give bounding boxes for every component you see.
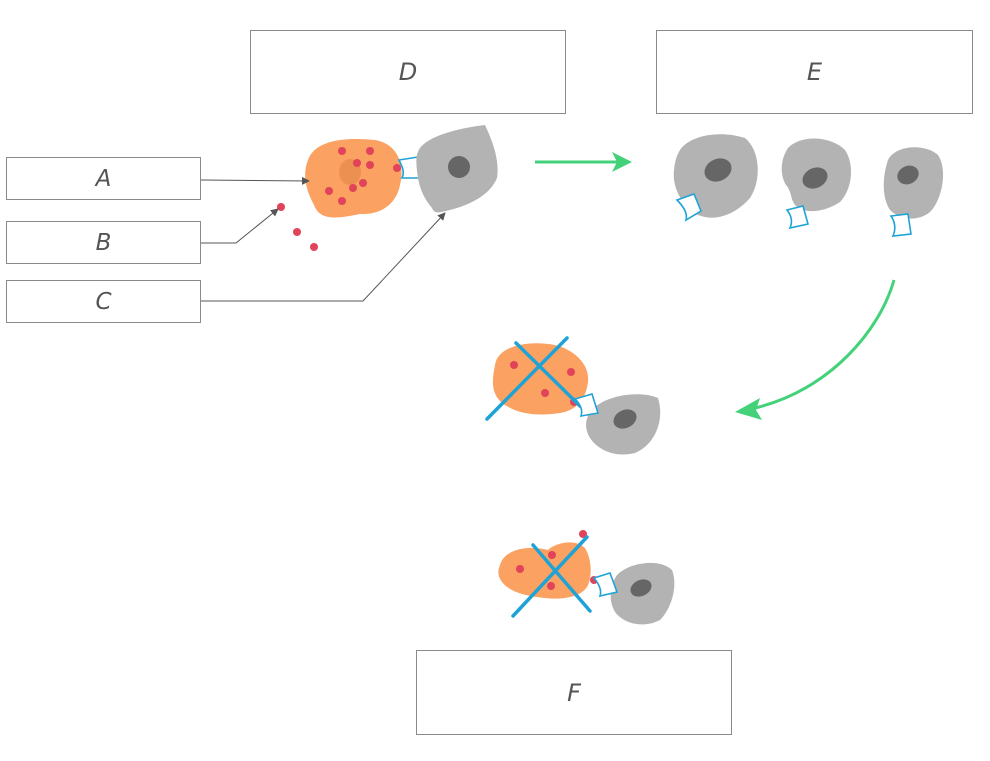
pointer-lines <box>200 176 446 302</box>
label-b-text: B <box>95 229 112 256</box>
label-box-c: C <box>6 280 201 323</box>
receptor-top <box>397 156 421 179</box>
cross-mark-middle <box>485 336 582 421</box>
label-box-d: D <box>250 30 566 114</box>
label-box-f: F <box>416 650 732 735</box>
label-box-e: E <box>656 30 973 114</box>
receptor-e1 <box>675 192 703 222</box>
pointer-a <box>200 176 310 185</box>
label-box-b: B <box>6 221 201 264</box>
flow-arrow-right <box>535 152 632 172</box>
label-d-text: D <box>398 58 418 86</box>
immune-cell-e3 <box>883 147 944 237</box>
immune-cell-middle <box>573 393 661 455</box>
immune-cell-e1 <box>673 134 758 222</box>
infected-cell-middle <box>492 343 589 415</box>
immune-cell-top <box>416 125 498 213</box>
free-antigen-dots <box>277 203 318 251</box>
receptor-middle <box>573 393 600 418</box>
immune-cell-e2 <box>781 138 852 230</box>
pointer-b <box>201 208 279 244</box>
label-box-a: A <box>6 157 201 200</box>
flow-arrow-curved <box>735 279 896 420</box>
receptor-e3 <box>889 213 912 237</box>
label-f-text: F <box>567 678 581 707</box>
label-e-text: E <box>806 58 823 86</box>
receptor-e2 <box>785 205 809 230</box>
immune-cell-bottom <box>592 562 675 625</box>
immune-nucleus-top <box>448 156 470 178</box>
label-a-text: A <box>95 165 112 192</box>
label-c-text: C <box>95 288 112 315</box>
receptor-bottom <box>592 572 619 598</box>
cross-mark-bottom <box>511 535 592 618</box>
pointer-c <box>201 212 446 302</box>
antigen-dots-top <box>325 147 401 205</box>
infected-cell-top <box>305 139 402 218</box>
